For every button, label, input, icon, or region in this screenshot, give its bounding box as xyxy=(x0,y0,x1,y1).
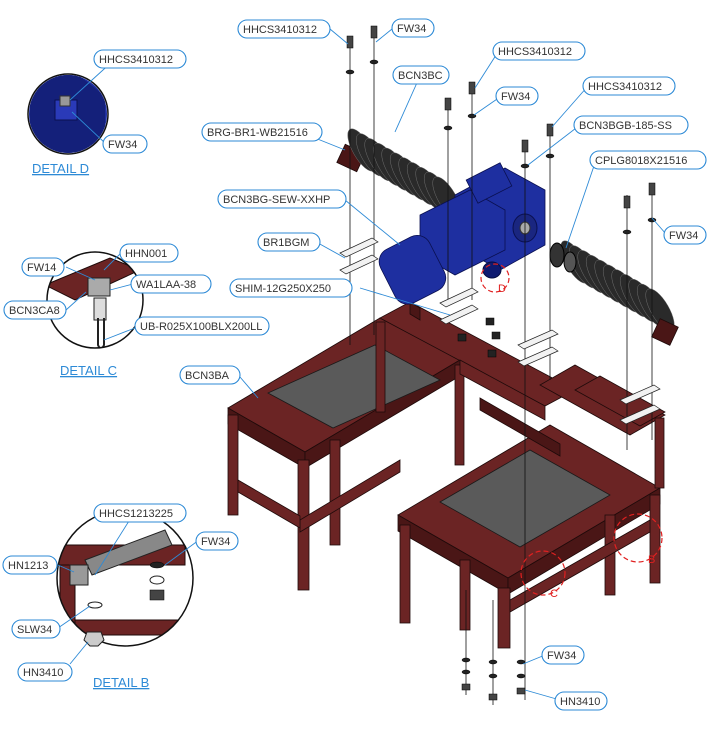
right-roller-assembly xyxy=(560,240,679,346)
svg-text:HHCS3410312: HHCS3410312 xyxy=(498,46,572,58)
label-hhcs3410312-top-right: HHCS3410312 xyxy=(492,41,586,61)
label-hn1213: HN1213 xyxy=(2,555,58,575)
explode-lines xyxy=(349,30,653,705)
svg-text:FW34: FW34 xyxy=(108,139,137,151)
svg-text:BCN3BC: BCN3BC xyxy=(398,70,443,82)
shims xyxy=(339,237,661,425)
svg-text:FW34: FW34 xyxy=(201,536,230,548)
svg-text:BCN3CA8: BCN3CA8 xyxy=(9,305,60,317)
callout-c-letter: C xyxy=(550,588,558,600)
svg-text:BR1BGM: BR1BGM xyxy=(263,237,309,249)
label-shim-12g250x250: SHIM-12G250X250 xyxy=(229,278,353,298)
svg-text:HN3410: HN3410 xyxy=(23,667,63,679)
svg-text:BRG-BR1-WB21516: BRG-BR1-WB21516 xyxy=(207,127,308,139)
part-labels: HHCS3410312 FW34 HHCS3410312 BCN3BC FW34… xyxy=(2,18,707,711)
svg-text:HHCS3410312: HHCS3410312 xyxy=(243,24,317,36)
label-bcn3ca8: BCN3CA8 xyxy=(3,300,67,320)
svg-text:FW34: FW34 xyxy=(669,230,698,242)
label-brg-br1-wb21516: BRG-BR1-WB21516 xyxy=(201,122,323,142)
svg-text:HHCS3410312: HHCS3410312 xyxy=(588,81,662,93)
svg-text:HN1213: HN1213 xyxy=(8,560,48,572)
label-bcn3ba: BCN3BA xyxy=(179,365,241,385)
label-hhcs1213225: HHCS1213225 xyxy=(93,503,187,523)
svg-text:BCN3BG-SEW-XXHP: BCN3BG-SEW-XXHP xyxy=(223,194,330,206)
label-cplg8018x21516: CPLG8018X21516 xyxy=(589,150,707,170)
svg-text:WA1LAA-38: WA1LAA-38 xyxy=(136,279,196,291)
svg-text:BCN3BA: BCN3BA xyxy=(185,370,230,382)
svg-text:HHN001: HHN001 xyxy=(125,248,167,260)
detail-b: DETAIL B xyxy=(56,509,194,690)
label-slw34: SLW34 xyxy=(11,619,61,639)
label-fw34-right: FW34 xyxy=(663,225,707,245)
leader-lines xyxy=(57,28,667,701)
label-ub-r025x100blx200ll: UB-R025X100BLX200LL xyxy=(134,316,270,336)
label-hhcs3410312-d-detail: HHCS3410312 xyxy=(93,49,187,69)
svg-text:CPLG8018X21516: CPLG8018X21516 xyxy=(595,155,687,167)
label-hhcs3410312-right: HHCS3410312 xyxy=(582,76,676,96)
label-hhn001: HHN001 xyxy=(119,243,179,263)
svg-text:HHCS3410312: HHCS3410312 xyxy=(99,54,173,66)
callout-b-letter: B xyxy=(648,554,655,566)
svg-text:HHCS1213225: HHCS1213225 xyxy=(99,508,173,520)
main-frame xyxy=(227,301,666,649)
label-fw34-mid: FW34 xyxy=(495,86,539,106)
svg-text:UB-R025X100BLX200LL: UB-R025X100BLX200LL xyxy=(140,321,262,333)
gear-motor xyxy=(378,162,546,305)
label-fw34-top: FW34 xyxy=(391,18,435,38)
coupling xyxy=(549,242,577,273)
label-fw34-detail-b: FW34 xyxy=(195,531,239,551)
fasteners xyxy=(345,25,657,701)
detail-b-title: DETAIL B xyxy=(93,675,149,690)
detail-d: DETAIL D xyxy=(27,73,109,176)
label-bcn3bgb-185-ss: BCN3BGB-185-SS xyxy=(573,115,689,135)
label-hn3410-bottom: HN3410 xyxy=(554,691,608,711)
label-fw34-detail-d: FW34 xyxy=(102,134,148,154)
svg-text:SLW34: SLW34 xyxy=(17,624,52,636)
label-fw14: FW14 xyxy=(21,257,65,277)
label-wa1laa-38: WA1LAA-38 xyxy=(130,274,212,294)
svg-text:BCN3BGB-185-SS: BCN3BGB-185-SS xyxy=(579,120,672,132)
svg-text:FW34: FW34 xyxy=(547,650,576,662)
detail-c-title: DETAIL C xyxy=(60,363,117,378)
label-br1bgm: BR1BGM xyxy=(257,232,321,252)
svg-text:FW14: FW14 xyxy=(27,262,56,274)
callout-rings: D C B xyxy=(480,263,663,600)
svg-text:SHIM-12G250X250: SHIM-12G250X250 xyxy=(235,283,331,295)
svg-text:FW34: FW34 xyxy=(501,91,530,103)
label-bcn3bg-sew-xxhp: BCN3BG-SEW-XXHP xyxy=(217,189,347,209)
label-hhcs3410312-top-left: HHCS3410312 xyxy=(237,19,331,39)
label-hn3410-detail-b: HN3410 xyxy=(17,662,73,682)
callout-d-letter: D xyxy=(498,283,506,295)
svg-text:FW34: FW34 xyxy=(397,23,426,35)
detail-d-title: DETAIL D xyxy=(32,161,89,176)
label-fw34-bottom: FW34 xyxy=(541,645,585,665)
svg-text:HN3410: HN3410 xyxy=(560,696,600,708)
label-bcn3bc: BCN3BC xyxy=(392,65,450,85)
